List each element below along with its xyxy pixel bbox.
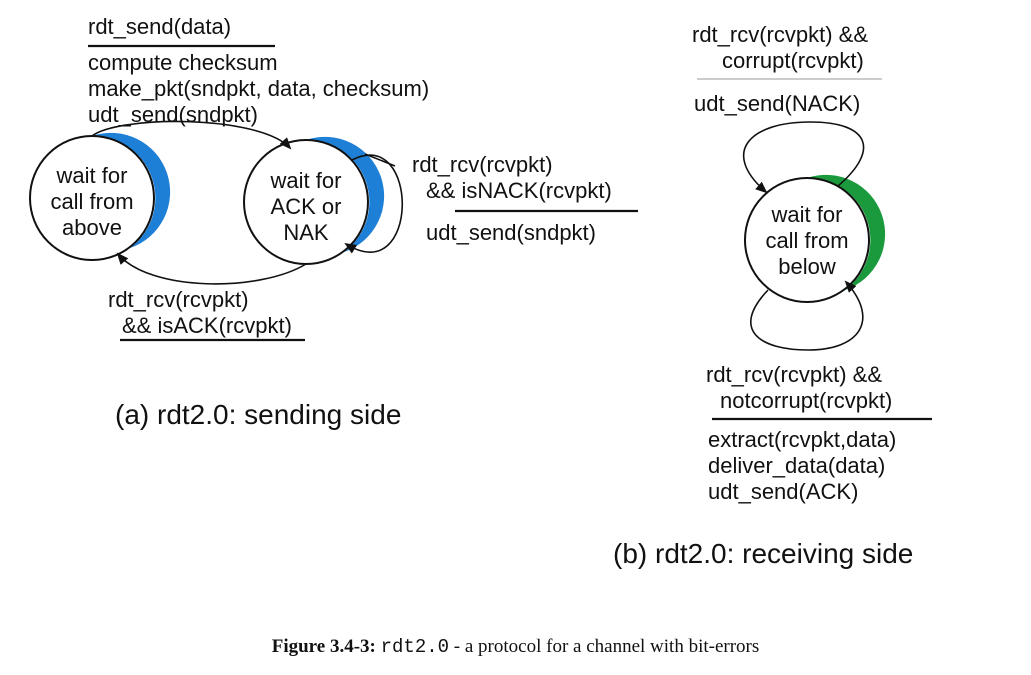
ok-action-3: udt_send(ACK) bbox=[708, 479, 858, 504]
receiver-state-line2: call from bbox=[765, 228, 848, 253]
ack-transition-arrow bbox=[116, 252, 307, 285]
ok-action-1: extract(rcvpkt,data) bbox=[708, 427, 896, 452]
initial-action-1: compute checksum bbox=[88, 50, 278, 75]
state1-line2: call from bbox=[50, 189, 133, 214]
corrupt-action: udt_send(NACK) bbox=[694, 91, 860, 116]
corrupt-event-line2: corrupt(rcvpkt) bbox=[722, 48, 864, 73]
initial-action-2: make_pkt(sndpkt, data, checksum) bbox=[88, 76, 429, 101]
state2-line2: ACK or bbox=[271, 194, 342, 219]
ok-event-line1: rdt_rcv(rcvpkt) && bbox=[706, 362, 882, 387]
state-wait-ack-nak: wait for ACK or NAK bbox=[243, 136, 385, 265]
sender-caption: (a) rdt2.0: sending side bbox=[115, 399, 401, 430]
nak-action: udt_send(sndpkt) bbox=[426, 220, 596, 245]
figure-caption-text: - a protocol for a channel with bit-erro… bbox=[449, 636, 760, 657]
ack-event-line1: rdt_rcv(rcvpkt) bbox=[108, 287, 249, 312]
initial-action-3: udt_send(sndpkt) bbox=[88, 102, 258, 127]
ack-event-line2: && isACK(rcvpkt) bbox=[122, 313, 292, 338]
corrupt-self-loop-arrow bbox=[742, 121, 865, 194]
notcorrupt-self-loop-arrow bbox=[750, 280, 864, 351]
state2-line1: wait for bbox=[270, 168, 342, 193]
figure-caption: Figure 3.4-3: rdt2.0 - a protocol for a … bbox=[0, 636, 1031, 658]
state2-highlight bbox=[306, 136, 385, 252]
receiver-state-line1: wait for bbox=[771, 202, 843, 227]
state2-line3: NAK bbox=[283, 220, 329, 245]
nak-event-line1: rdt_rcv(rcvpkt) bbox=[412, 152, 553, 177]
receiver-fsm: rdt_rcv(rcvpkt) && corrupt(rcvpkt) udt_s… bbox=[613, 22, 932, 569]
send-transition-arrow bbox=[91, 120, 292, 150]
state1-line1: wait for bbox=[56, 163, 128, 188]
corrupt-event-line1: rdt_rcv(rcvpkt) && bbox=[692, 22, 868, 47]
nak-leader-line bbox=[364, 153, 396, 167]
receiver-state-line3: below bbox=[778, 254, 836, 279]
nak-event-line2: && isNACK(rcvpkt) bbox=[426, 178, 612, 203]
figure-caption-code: rdt2.0 bbox=[380, 636, 450, 658]
state-wait-call-below: wait for call from below bbox=[744, 174, 886, 303]
figure-caption-label: Figure 3.4-3: bbox=[271, 636, 376, 657]
nak-self-loop-arrow bbox=[344, 154, 404, 254]
receiver-state-highlight bbox=[807, 174, 886, 290]
ok-action-2: deliver_data(data) bbox=[708, 453, 885, 478]
sender-fsm: rdt_send(data) compute checksum make_pkt… bbox=[29, 14, 638, 430]
state1-line3: above bbox=[62, 215, 122, 240]
state1-highlight bbox=[92, 132, 171, 248]
ok-event-line2: notcorrupt(rcvpkt) bbox=[720, 388, 892, 413]
initial-event-label: rdt_send(data) bbox=[88, 14, 231, 39]
state-wait-call-above: wait for call from above bbox=[29, 132, 171, 261]
receiver-caption: (b) rdt2.0: receiving side bbox=[613, 538, 913, 569]
